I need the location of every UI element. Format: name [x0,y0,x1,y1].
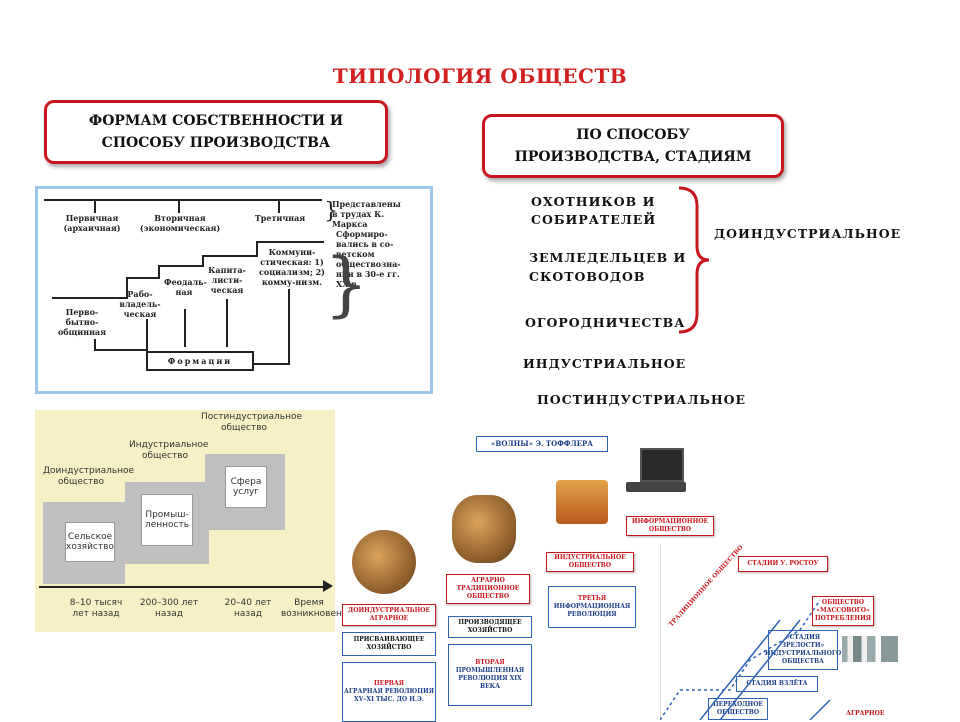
feudal-formation: Феодаль-ная [164,277,207,297]
services-box: Сфера услуг [225,466,267,508]
preindustrial-label: ДОИНДУСТРИАЛЬНОЕ [714,226,902,241]
maturity-stage-box: «СТАДИЯ ЗРЕЛОСТИ» ИНДУСТРИАЛЬНОГО ОБЩЕСТ… [765,630,841,670]
second-wave-box: ВТОРАЯ ПРОМЫШЛЕННАЯ РЕВОЛЮЦИЯ XIX ВЕКА [448,644,532,706]
toffler-title: «ВОЛНЫ» Э. ТОФФЛЕРА [476,436,608,452]
producing-economy-box: ПРОИЗВОДЯЩЕЕ ХОЗЯЙСТВО [448,616,532,638]
rostow-title: СТАДИИ У. РОСТОУ [738,556,828,572]
ind-revolution-label: ПРОМЫШЛЕННАЯ РЕВОЛЮЦИЯ XIX ВЕКА [455,667,525,690]
capitalist-formation: Капита-листи-ческая [208,265,246,295]
preindustrial-society: Доиндустриальное общество [43,466,135,487]
preind-agrarian-box: ДОИНДУСТРИАЛЬНОЕ АГРАРНОЕ [342,604,436,626]
stages-line2: ПРОИЗВОДСТВА, СТАДИЯМ [514,149,752,165]
mass-consumption-box: ОБЩЕСТВО «МАССОВОГО» ПОТРЕБЛЕНИЯ [812,596,874,626]
hunters-line2: СОБИРАТЕЛЕЙ [531,212,657,227]
industrial-society: Индустриальное общество [129,440,209,461]
appropriating-economy-box: ПРИСВАИВАЮЩЕЕ ХОЗЯЙСТВО [342,632,436,656]
postindustrial-society: Постиндустриальное общество [201,412,302,433]
hunters-line1: ОХОТНИКОВ И [531,194,656,209]
info-revolution-label: ИНФОРМАЦИОННАЯ РЕВОЛЮЦИЯ [553,603,631,618]
preindustrial-brace [678,186,710,334]
time-3: 20–40 лет назад [224,598,272,619]
slave-formation: Рабо-владель-ческая [119,289,161,319]
ownership-line1: ФОРМАМ СОБСТВЕННОСТИ И [88,113,344,129]
third-wave-label: ТРЕТЬЯ [577,595,607,602]
second-wave-label: ВТОРАЯ [475,659,505,666]
agriculture-label: Сельское хозяйство [66,532,114,552]
formations-bar: Формации [146,351,254,371]
marx-note: Представлены в трудах К. Маркса [332,199,401,229]
industry-box: Промыш-ленность [141,494,193,546]
ownership-line2: СПОСОБУ ПРОИЗВОДСТВА [101,135,331,151]
time-1: 8–10 тысяч лет назад [69,598,123,619]
info-society-box: ИНФОРМАЦИОННОЕ ОБЩЕСТВО [626,516,714,536]
soviet-note: Сформиро-вались в со-ветском обществозна… [336,229,401,289]
secondary-formation: Вторичная (экономическая) [139,213,221,233]
rostow-stairs [660,599,831,720]
factory-image [556,480,608,524]
takeoff-stage-box: СТАДИЯ ВЗЛЁТА [736,676,818,692]
farmers-line1: ЗЕМЛЕДЕЛЬЦЕВ И [529,250,687,265]
first-wave-label: ПЕРВАЯ [374,680,404,687]
gardeners-label: ОГОРОДНИЧЕСТВА [525,315,686,330]
stages-line1: ПО СПОСОБУ [576,127,690,143]
ind-society-box: ИНДУСТРИАЛЬНОЕ ОБЩЕСТВО [546,552,634,572]
page-title: ТИПОЛОГИЯ ОБЩЕСТВ [332,64,628,88]
primary-formation: Первичная (архаичная) [63,213,121,233]
agriculture-box: Сельское хозяйство [65,522,115,562]
stages-criterion-box: ПО СПОСОБУ ПРОИЗВОДСТВА, СТАДИЯМ [482,114,784,178]
primitive-people-image [352,530,416,594]
ownership-criterion-box: ФОРМАМ СОБСТВЕННОСТИ И СПОСОБУ ПРОИЗВОДС… [44,100,388,164]
tertiary-formation: Третичная [254,213,306,223]
services-label: Сфера услуг [230,477,262,497]
rostow-agrarian-label: АГРАРНОЕ [846,710,885,717]
farmers-image [452,495,516,563]
communist-formation: Коммуни-стическая: 1) социализм; 2) комм… [259,247,325,287]
agrarian-society-box: АГРАРНО ТРАДИЦИОННОЕ ОБЩЕСТВО [446,574,530,604]
computer-image [626,448,690,498]
societies-diagram: Сельское хозяйство Промыш-ленность Сфера… [35,410,354,632]
rostow-panel [660,544,905,720]
first-wave-box: ПЕРВАЯ АГРАРНАЯ РЕВОЛЮЦИЯ XV–XI ТЫС. ДО … [342,662,436,722]
time-axis-label: Время возникновения [281,598,354,619]
third-wave-box: ТРЕТЬЯ ИНФОРМАЦИОННАЯ РЕВОЛЮЦИЯ [548,586,636,628]
postindustrial-label: ПОСТИНДУСТРИАЛЬНОЕ [537,392,747,407]
farmers-line2: СКОТОВОДОВ [529,269,646,284]
time-2: 200–300 лет назад [139,598,199,619]
industrial-label: ИНДУСТРИАЛЬНОЕ [523,356,687,371]
city-image [842,636,898,662]
primitive-formation: Перво-бытно-общинная [57,307,107,337]
agr-revolution-label: АГРАРНАЯ РЕВОЛЮЦИЯ [343,688,435,695]
formations-diagram: Первичная (архаичная) Вторичная (экономи… [35,186,433,394]
agr-revolution-date: XV–XI ТЫС. ДО Н.Э. [354,696,424,703]
industry-label: Промыш-ленность [144,510,190,530]
